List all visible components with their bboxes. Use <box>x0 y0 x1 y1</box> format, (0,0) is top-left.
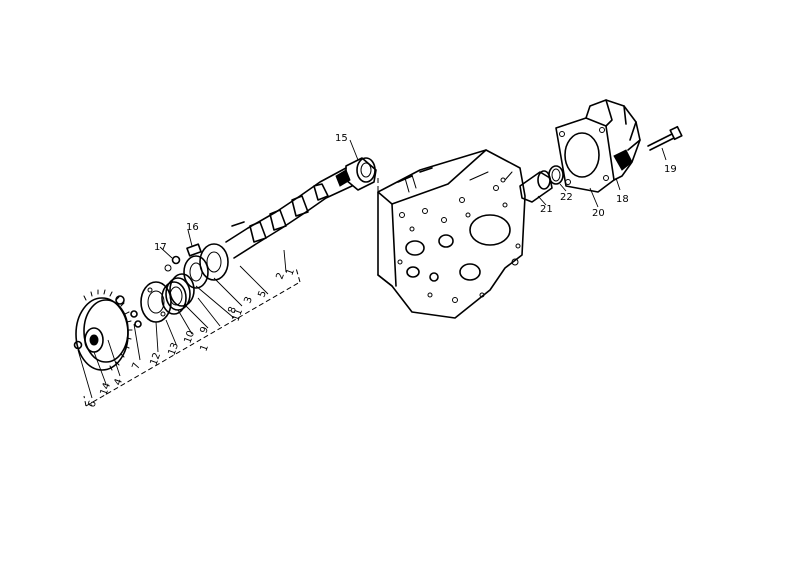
seal-and-sleeve <box>519 165 564 203</box>
engine-block <box>377 149 526 319</box>
callout-labels: 15 16 17 18 19 20 21 22 2 1 5 3 11 8 9 1… <box>86 133 676 409</box>
callout-1-lower: 1 <box>198 343 211 353</box>
callout-13: 13 <box>166 341 181 357</box>
thrust-parts <box>164 221 245 272</box>
callout-19: 19 <box>664 164 677 175</box>
callout-11: 11 <box>230 307 245 323</box>
callout-4: 4 <box>112 377 125 387</box>
callout-10: 10 <box>182 329 197 345</box>
housing-cover <box>555 99 641 193</box>
callout-21: 21 <box>540 204 553 215</box>
callout-22: 22 <box>560 192 573 203</box>
callout-8: 8 <box>226 305 239 315</box>
callout-18: 18 <box>616 194 629 205</box>
callout-14: 14 <box>98 381 113 397</box>
callout-15: 15 <box>335 133 348 144</box>
cam-gear <box>73 289 133 371</box>
camshaft <box>225 157 377 259</box>
leader-lines <box>77 139 667 399</box>
callout-6: 6 <box>86 399 99 409</box>
callout-5: 5 <box>256 289 269 299</box>
callout-16: 16 <box>186 222 199 233</box>
assembly-brackets <box>83 178 379 407</box>
callout-2: 2 <box>274 271 287 281</box>
callout-3: 3 <box>242 295 255 305</box>
callout-17: 17 <box>154 242 167 253</box>
bolt <box>647 125 683 151</box>
callout-7: 7 <box>130 361 143 371</box>
callout-9: 9 <box>198 325 211 335</box>
callout-12: 12 <box>148 351 163 367</box>
callout-20: 20 <box>592 208 605 219</box>
callout-1-upper: 1 <box>284 267 297 277</box>
